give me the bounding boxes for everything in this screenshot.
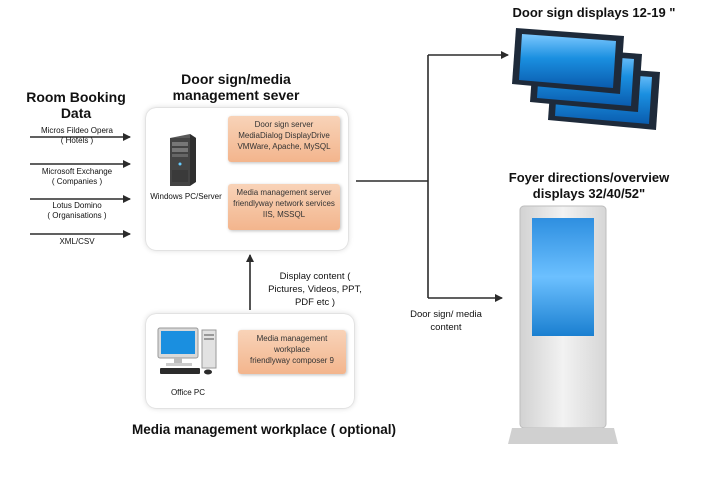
door-sign-media-content-label: Door sign/ media content [404, 308, 488, 334]
door-sign-displays-title: Door sign displays 12-19 " [512, 5, 676, 20]
server-panel-title-line2: management sever [172, 87, 300, 103]
source-label-line1: XML/CSV [59, 237, 95, 246]
door-sign-media-content-line2: content [430, 322, 462, 333]
media-server-box: Media management server friendlyway netw… [228, 184, 340, 230]
display-content-line3: PDF etc ) [294, 297, 336, 308]
media-server-stack: IIS, MSSQL [262, 210, 306, 219]
door-sign-server-software: MediaDialog DisplayDrive [238, 131, 330, 140]
office-pc-label: Office PC [170, 388, 206, 397]
source-label-line2: ( Hotels ) [60, 136, 94, 145]
source-lotus-domino: Lotus Domino ( Organisations ) [22, 201, 132, 221]
display-content-label: Display content ( Pictures, Videos, PPT,… [262, 270, 368, 309]
server-pc-label: Windows PC/Server [150, 192, 222, 201]
room-booking-title: Room Booking Data [14, 89, 138, 121]
source-xml-csv: XML/CSV [22, 237, 132, 247]
foyer-title-line1: Foyer directions/overview [508, 170, 670, 185]
room-booking-title-line1: Room Booking [26, 89, 126, 105]
source-label-line2: ( Companies ) [51, 177, 103, 186]
server-tower-icon [170, 134, 196, 186]
source-label-line1: Lotus Domino [52, 201, 102, 210]
door-sign-server-title: Door sign server [254, 120, 314, 129]
office-pc-icon [157, 327, 217, 375]
door-sign-server-box: Door sign server MediaDialog DisplayDriv… [228, 116, 340, 162]
door-sign-server-stack: VMWare, Apache, MySQL [237, 142, 331, 151]
source-label-line1: Microsoft Exchange [41, 167, 113, 176]
media-workplace-title-1: Media management [256, 334, 328, 343]
server-panel: Windows PC/Server Door sign server Media… [146, 108, 348, 250]
workplace-panel: Office PC Media management workplace fri… [146, 314, 354, 408]
media-workplace-box: Media management workplace friendlyway c… [238, 330, 346, 374]
foyer-kiosk-icon [508, 205, 618, 444]
media-server-title: Media management server [236, 188, 332, 197]
source-microsoft-exchange: Microsoft Exchange ( Companies ) [22, 167, 132, 187]
media-workplace-title-2: workplace [273, 345, 310, 354]
door-sign-media-content-line1: Door sign/ media [410, 309, 482, 320]
workplace-caption: Media management workplace ( optional) [131, 422, 397, 437]
server-panel-title-line1: Door sign/media [181, 71, 291, 87]
door-sign-monitors-icon [512, 28, 660, 130]
source-label-line2: ( Organisations ) [47, 211, 107, 220]
server-panel-title: Door sign/media management sever [166, 71, 306, 103]
foyer-title-line2: displays 32/40/52" [532, 186, 646, 201]
room-booking-title-line2: Data [60, 105, 92, 121]
display-content-line1: Display content ( [279, 271, 351, 282]
source-label-line1: Micros Fildeo Opera [40, 126, 114, 135]
media-workplace-software: friendlyway composer 9 [249, 356, 335, 365]
source-micros-fidelio: Micros Fildeo Opera ( Hotels ) [22, 126, 132, 146]
foyer-displays-title: Foyer directions/overview displays 32/40… [474, 170, 704, 202]
display-content-line2: Pictures, Videos, PPT, [268, 284, 362, 295]
media-server-software: friendlyway network services [233, 199, 335, 208]
